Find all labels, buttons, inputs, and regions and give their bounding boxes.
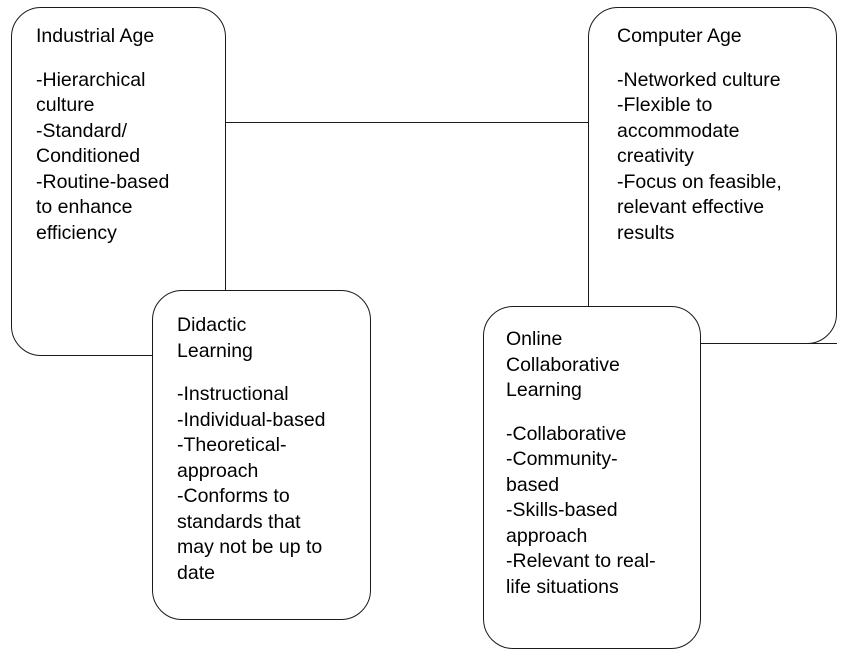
node-didactic-learning[interactable]: Didactic Learning -Instructional -Indivi… (152, 290, 371, 620)
node-computer-age-title: Computer Age (617, 25, 742, 47)
node-online-collaborative-learning-spacer (506, 404, 690, 422)
node-didactic-learning-items: -Instructional -Individual-based -Theore… (177, 383, 326, 584)
node-online-collaborative-learning[interactable]: Online Collaborative Learning -Collabora… (483, 306, 701, 649)
node-industrial-age-items: -Hierarchical culture -Standard/ Conditi… (36, 68, 170, 244)
node-computer-age-content: Computer Age -Networked culture -Flexibl… (617, 24, 826, 246)
node-industrial-age-spacer (36, 50, 215, 68)
node-computer-age-spacer (617, 50, 826, 68)
node-industrial-age-title: Industrial Age (36, 25, 155, 47)
node-computer-age[interactable]: Computer Age -Networked culture -Flexibl… (588, 7, 837, 344)
node-didactic-learning-title: Didactic Learning (177, 314, 253, 362)
node-online-collaborative-learning-content: Online Collaborative Learning -Collabora… (506, 327, 690, 600)
node-industrial-age[interactable]: Industrial Age -Hierarchical culture -St… (11, 7, 226, 356)
node-computer-age-items: -Networked culture -Flexible to accommod… (617, 68, 782, 244)
node-didactic-learning-content: Didactic Learning -Instructional -Indivi… (177, 313, 360, 586)
node-online-collaborative-learning-title: Online Collaborative Learning (506, 328, 620, 401)
node-industrial-age-content: Industrial Age -Hierarchical culture -St… (36, 24, 215, 246)
node-online-collaborative-learning-items: -Collaborative -Community- based -Skills… (506, 422, 656, 598)
node-didactic-learning-spacer (177, 364, 360, 382)
connector-industrial-to-computer (225, 122, 589, 124)
